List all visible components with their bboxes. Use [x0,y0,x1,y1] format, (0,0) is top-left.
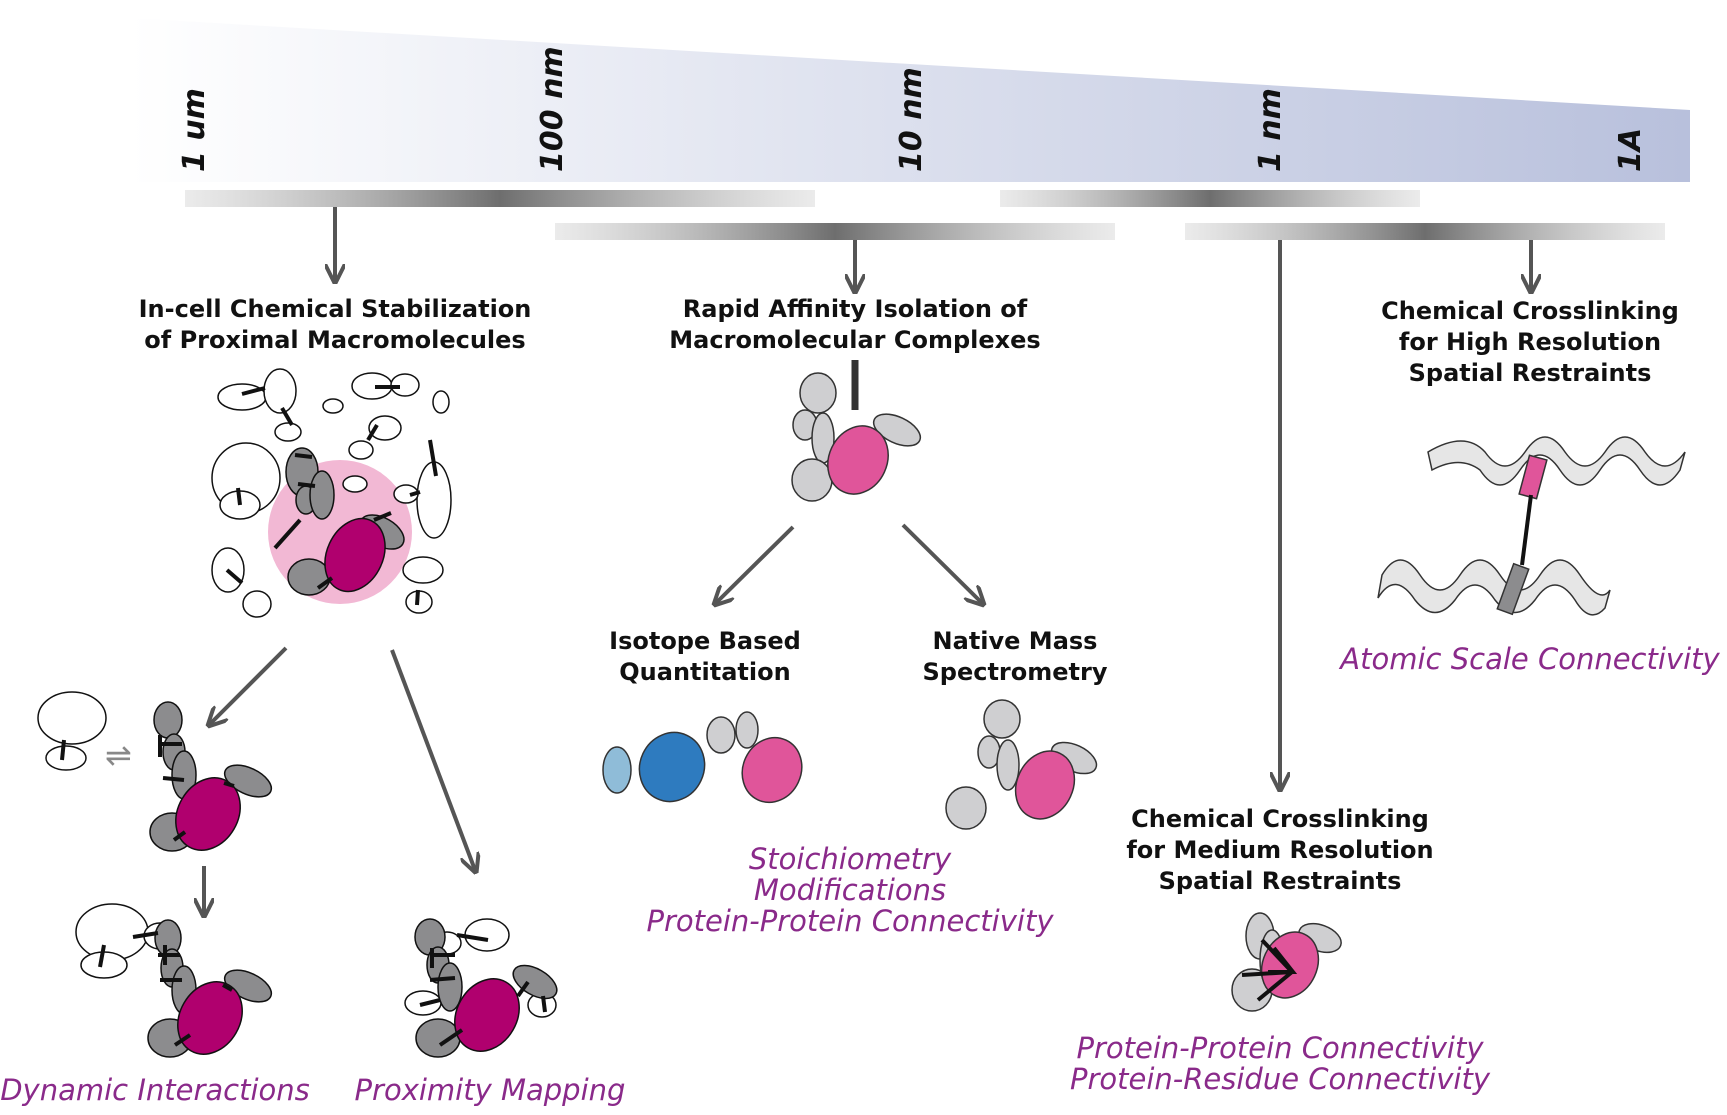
result-dynamic: Dynamic Interactions [0,1073,310,1107]
heading-high-line3: Spatial Restraints [1408,359,1652,387]
isotope-illustration [602,711,803,804]
svg-text:⇌: ⇌ [105,736,132,774]
scale-tick-10nm: 10 nm [894,67,929,172]
heading-incell: In-cell Chemical Stabilization of Proxim… [100,294,570,356]
heading-affinity-line1: Rapid Affinity Isolation of [682,295,1028,323]
heading-incell-line2: of Proximal Macromolecules [144,326,526,354]
affinity-complex-illustration [791,360,922,502]
result-medium-line1: Protein-Protein Connectivity [1076,1031,1484,1065]
helix-highlight-residue [1518,454,1548,500]
heading-native: Native Mass Spectrometry [900,626,1130,688]
result-atomic: Atomic Scale Connectivity [1340,642,1720,676]
dynamic-before-illustration: ⇌ [37,691,273,852]
arrow-to-dynamic [210,646,288,724]
arrow-to-proximity [390,649,475,870]
dynamic-after-illustration [75,903,273,1058]
heading-affinity: Rapid Affinity Isolation of Macromolecul… [630,294,1080,356]
helix-illustration [1377,436,1686,616]
heading-native-line2: Spectrometry [922,658,1108,686]
range-bar-high [1185,223,1665,240]
heading-affinity-line2: Macromolecular Complexes [669,326,1041,354]
scale-tick-100nm: 100 nm [535,46,570,172]
range-bar-affinity [555,223,1115,240]
arrow-to-isotope [716,525,795,603]
heading-medium-line2: for Medium Resolution [1126,836,1434,864]
scale-tick-1um: 1 um [177,88,212,172]
resolution-scale-wedge [130,18,1690,182]
heading-isotope-line1: Isotope Based [609,627,801,655]
result-medium: Protein-Protein Connectivity Protein-Res… [1070,1033,1490,1095]
heading-medium-line1: Chemical Crosslinking [1131,805,1429,833]
result-affinity-line1: Stoichiometry [748,842,952,876]
proximity-illustration [404,918,558,1058]
heading-isotope-line2: Quantitation [619,658,791,686]
range-bar-medium [1000,190,1420,207]
incell-complex-illustration [211,368,452,618]
crosslinker-marks [225,385,438,606]
scale-tick-1A: 1A [1613,128,1648,172]
scale-tick-1nm: 1 nm [1253,88,1288,172]
result-affinity: Stoichiometry Modifications Protein-Prot… [640,844,1060,937]
heading-isotope: Isotope Based Quantitation [580,626,830,688]
helix-highlight-partner [1496,562,1530,616]
atomic-crosslink [1520,494,1533,566]
range-bar-incell [185,190,815,207]
native-ms-illustration [945,699,1098,830]
result-proximity: Proximity Mapping [354,1073,626,1107]
heading-high-line1: Chemical Crosslinking [1381,297,1679,325]
section-arrows [204,207,1531,914]
heading-native-line1: Native Mass [932,627,1098,655]
arrow-to-native [901,523,982,603]
result-medium-line2: Protein-Residue Connectivity [1070,1062,1490,1096]
heading-high: Chemical Crosslinking for High Resolutio… [1360,296,1700,389]
medium-resolution-illustration [1231,912,1342,1012]
heading-medium: Chemical Crosslinking for Medium Resolut… [1110,804,1450,897]
heading-medium-line3: Spatial Restraints [1158,867,1402,895]
heading-high-line2: for High Resolution [1398,328,1662,356]
result-affinity-line3: Protein-Protein Connectivity [646,904,1054,938]
heading-incell-line1: In-cell Chemical Stabilization [138,295,532,323]
scale-tick-labels: 1 um 100 nm 10 nm 1 nm 1A [177,46,1648,172]
result-affinity-line2: Modifications [753,873,947,907]
